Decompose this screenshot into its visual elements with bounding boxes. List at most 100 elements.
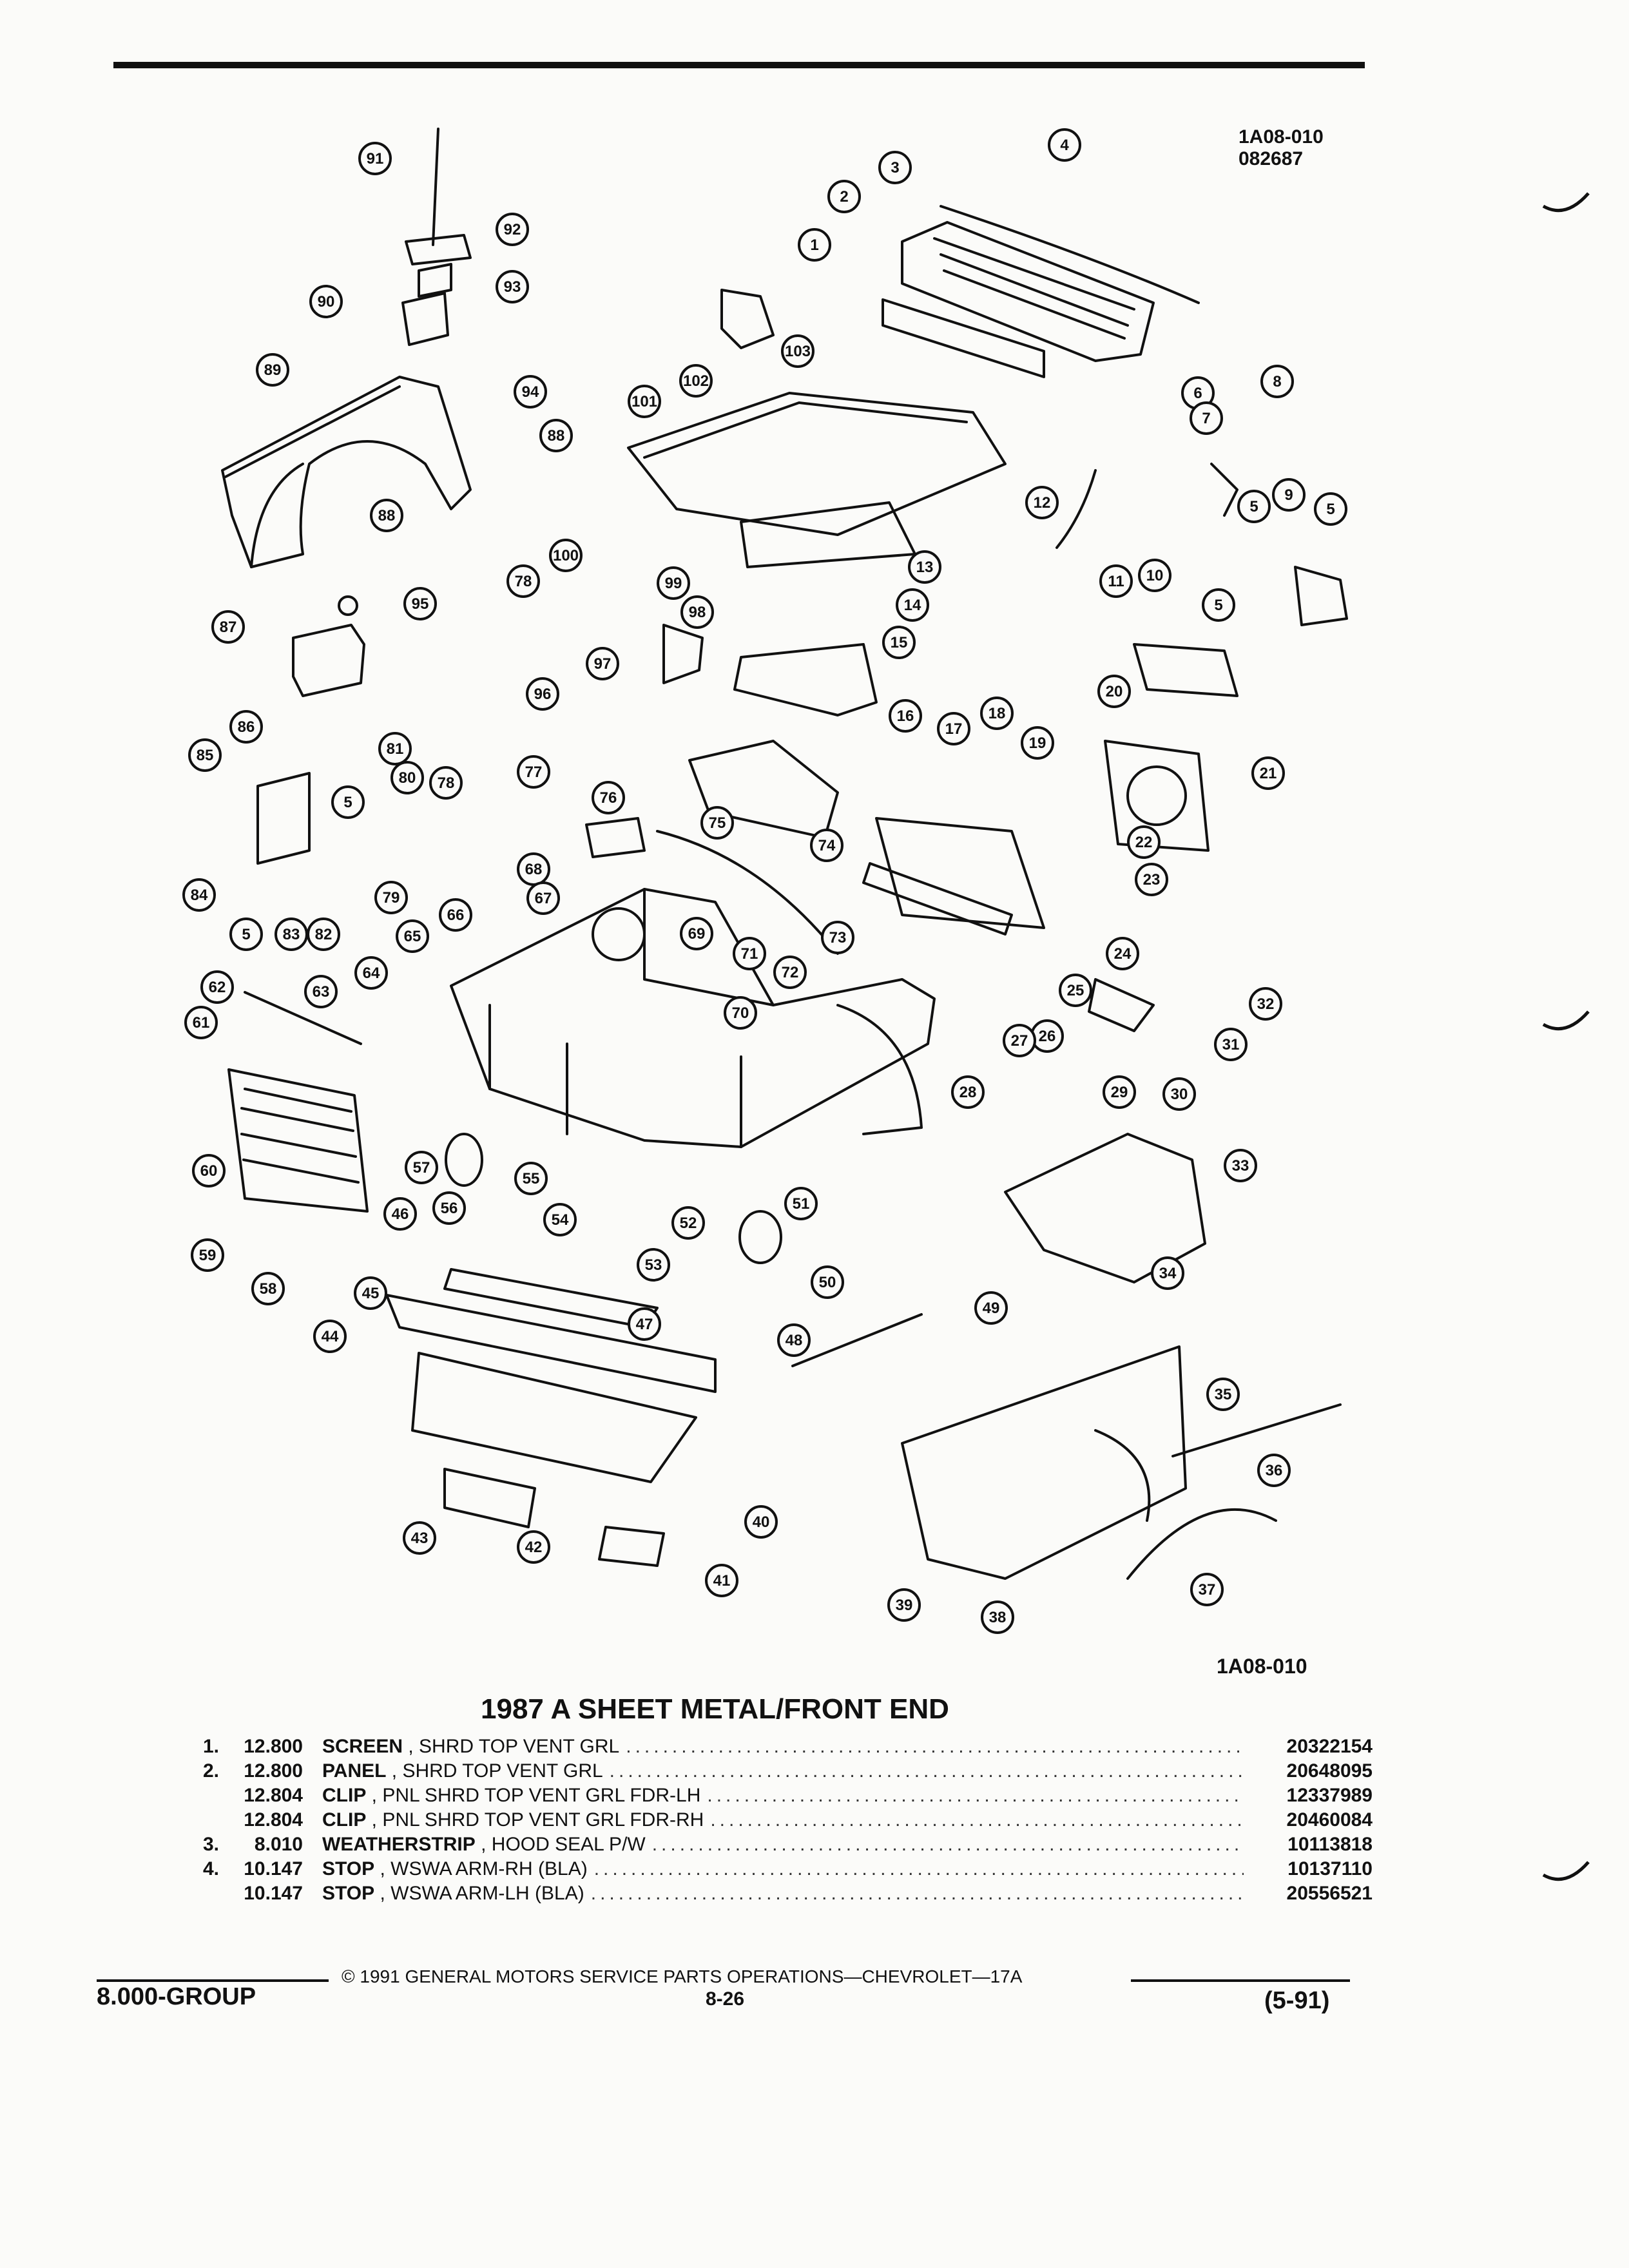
callout-label: 2: [840, 188, 848, 206]
cable-part: [656, 830, 839, 955]
callout-circle: [200, 970, 234, 1004]
callout-circle: [403, 1521, 436, 1555]
callout-label: 47: [636, 1316, 653, 1333]
part-item-number: 2.: [202, 1760, 219, 1782]
part-row: 12.804 CLIP , PNL SHRD TOP VENT GRL FDR-…: [180, 1783, 1373, 1808]
dot-leader: ........................................…: [626, 1736, 1244, 1757]
callout-circle: [439, 898, 472, 932]
callout-label: 62: [209, 979, 226, 996]
callout-13: 13: [908, 550, 941, 584]
callout-circle: [951, 1075, 985, 1109]
callout-24: 24: [1106, 937, 1139, 970]
callout-75: 75: [700, 806, 734, 840]
diagram-svg: 9192939089948888100788795999897968180777…: [182, 128, 1348, 1634]
dot-leader: ........................................…: [609, 1760, 1244, 1782]
callout-15: 15: [882, 626, 916, 659]
fender-brace-part: [1133, 643, 1239, 697]
callout-5: 5: [229, 918, 263, 951]
callout-18: 18: [980, 697, 1014, 730]
callout-35: 35: [1206, 1378, 1240, 1411]
callout-53: 53: [637, 1248, 670, 1282]
callout-circle: [229, 710, 263, 744]
part-description: , HOOD SEAL P/W: [475, 1834, 646, 1855]
callout-41: 41: [705, 1564, 738, 1597]
callout-57: 57: [405, 1151, 438, 1184]
part-group-code: 12.804: [244, 1809, 303, 1831]
callout-label: 73: [829, 929, 847, 947]
callout-circle: [309, 285, 343, 318]
callout-circle: [1106, 937, 1139, 970]
callout-label: 23: [1143, 871, 1161, 889]
callout-46: 46: [383, 1197, 417, 1231]
callout-label: 70: [732, 1004, 749, 1022]
part-group-code: 12.800: [244, 1760, 303, 1782]
callout-label: 88: [378, 507, 396, 524]
callout-circle: [1138, 559, 1171, 592]
callout-5: 5: [1237, 490, 1271, 523]
callout-4: 4: [1048, 128, 1081, 162]
callout-circle: [974, 1291, 1008, 1325]
callout-101: 101: [628, 385, 661, 418]
part-item-number: 3.: [202, 1834, 219, 1855]
antenna-part: [401, 128, 472, 346]
washer-reservoir-part: [292, 595, 365, 697]
callout-label: 81: [387, 740, 404, 758]
hood-part: [627, 392, 1007, 568]
part-number: 20648095: [1286, 1760, 1373, 1782]
callout-circle: [889, 699, 922, 733]
callout-label: 35: [1215, 1386, 1232, 1403]
reservoir-cap-part: [1294, 566, 1348, 626]
callout-5: 5: [1202, 588, 1235, 622]
hood-hinge-part: [720, 289, 775, 349]
figure-id: 1A08-010: [1239, 126, 1324, 148]
callout-circle: [354, 956, 388, 990]
callout-59: 59: [191, 1238, 224, 1272]
callout-37: 37: [1190, 1573, 1224, 1606]
callout-label: 82: [315, 926, 333, 943]
callout-circle: [354, 1276, 387, 1310]
callout-label: 63: [313, 983, 330, 1001]
callout-circle: [1251, 756, 1285, 790]
side-marker-part: [1088, 978, 1155, 1032]
callout-label: 13: [916, 559, 934, 576]
callout-label: 65: [404, 928, 421, 945]
part-name: CLIP: [322, 1785, 367, 1806]
part-group-code: 12.800: [244, 1736, 303, 1757]
brace-part: [733, 643, 878, 716]
callout-label: 85: [197, 747, 214, 764]
callout-26: 26: [1030, 1019, 1064, 1053]
callout-label: 5: [343, 794, 352, 811]
radiator-part: [227, 1068, 369, 1213]
callout-circle: [1237, 490, 1271, 523]
callout-label: 94: [522, 383, 539, 401]
footer-rule-right: [1131, 1979, 1350, 1982]
callout-circle: [331, 785, 365, 819]
callout-27: 27: [1003, 1024, 1036, 1057]
callout-circle: [390, 761, 424, 794]
callout-67: 67: [526, 881, 560, 915]
callout-label: 57: [413, 1159, 430, 1177]
callout-label: 54: [552, 1211, 569, 1229]
part-item-number: 4.: [202, 1858, 219, 1879]
callout-label: 14: [904, 597, 921, 614]
callout-8: 8: [1260, 365, 1294, 398]
part-number: 20556521: [1286, 1883, 1373, 1904]
callout-label: 78: [515, 573, 532, 590]
callout-circle: [1048, 128, 1081, 162]
callout-circle: [671, 1206, 705, 1240]
callout-56: 56: [432, 1191, 466, 1225]
callout-88: 88: [539, 419, 573, 452]
callout-label: 27: [1011, 1032, 1028, 1050]
baffle-part: [875, 817, 1045, 929]
callout-97: 97: [586, 647, 619, 680]
part-name: STOP: [322, 1858, 375, 1879]
page-number: 8-26: [706, 1988, 745, 2010]
part-group-code: 10.147: [244, 1883, 303, 1904]
callout-94: 94: [514, 375, 547, 408]
callout-label: 7: [1202, 410, 1210, 427]
parts-list: 1. 12.800 SCREEN , SHRD TOP VENT GRL ...…: [180, 1735, 1373, 1906]
shroud-panel-part: [882, 205, 1200, 378]
callout-label: 55: [523, 1170, 540, 1187]
callout-circle: [313, 1320, 347, 1353]
callout-label: 103: [785, 343, 811, 360]
